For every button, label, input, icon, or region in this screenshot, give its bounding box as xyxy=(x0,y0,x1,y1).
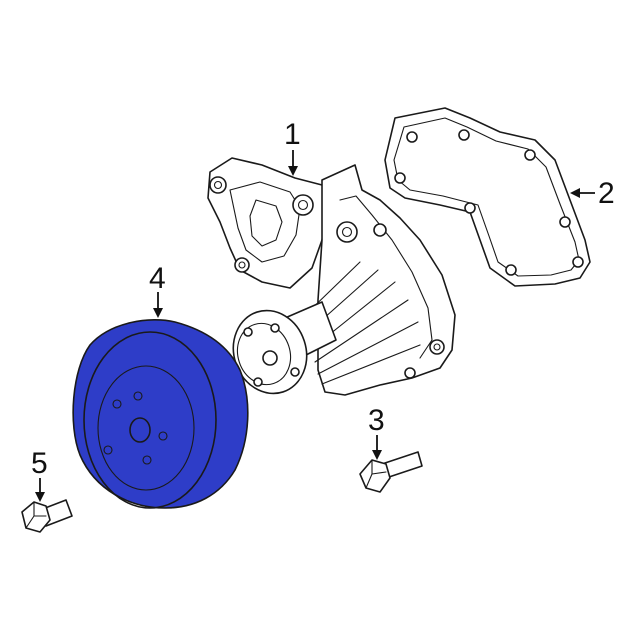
callout-label-2[interactable]: 2 xyxy=(598,177,615,210)
pump-bolt-part[interactable] xyxy=(359,451,423,493)
pulley-part[interactable] xyxy=(72,319,249,509)
callout-arrow-2 xyxy=(570,188,595,198)
pulley-inner-rim xyxy=(97,365,195,491)
callout-label-4[interactable]: 4 xyxy=(149,262,166,295)
callout-arrow-4 xyxy=(153,292,163,318)
water-pump-part[interactable] xyxy=(207,157,456,403)
callout-arrow-3 xyxy=(372,435,382,460)
callout-arrow-5 xyxy=(35,478,45,502)
pulley-face-rim xyxy=(83,331,217,509)
callout-label-3[interactable]: 3 xyxy=(368,404,385,437)
pulley-center-hole xyxy=(129,417,151,443)
pulley-bolt-part[interactable] xyxy=(21,499,73,533)
callout-label-1[interactable]: 1 xyxy=(284,118,301,151)
pulley-highlight-shape xyxy=(72,319,249,509)
gasket-part[interactable] xyxy=(384,107,591,287)
callout-label-5[interactable]: 5 xyxy=(31,447,48,480)
callout-arrow-1 xyxy=(288,150,298,176)
